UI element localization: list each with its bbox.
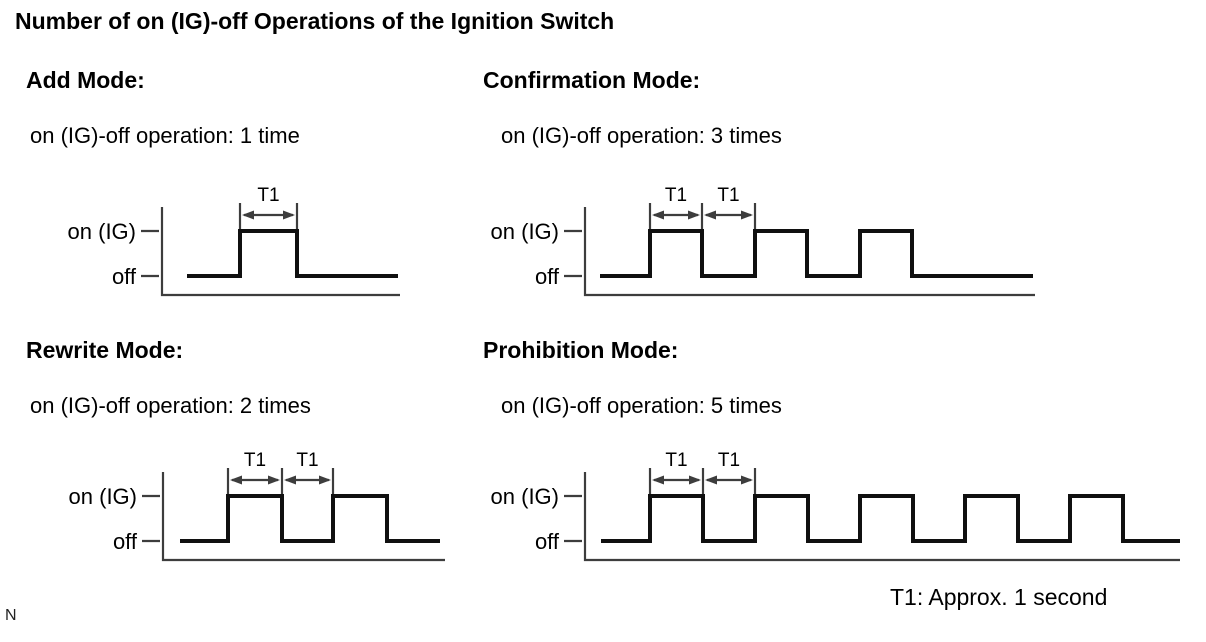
- t1-arrowhead-left-icon: [652, 475, 664, 485]
- ignition-signal-waveform: [180, 494, 440, 543]
- level-ticks: [142, 494, 160, 543]
- t1-interval-label: T1: [257, 185, 279, 206]
- confirmation-mode-timing-diagram: on (IG) off T1 T1: [491, 185, 1035, 297]
- prohibition-mode-timing-diagram: on (IG) off T1 T1: [491, 450, 1180, 562]
- on-ig-level-label: on (IG): [68, 219, 136, 244]
- level-ticks: [141, 229, 159, 278]
- off-level-label: off: [113, 529, 138, 554]
- signal-axis: [161, 472, 445, 562]
- t1-arrowhead-left-icon: [242, 210, 254, 220]
- off-level-label: off: [112, 264, 137, 289]
- confirmation-mode-operation-text: on (IG)-off operation: 3 times: [501, 123, 782, 148]
- ignition-signal-waveform: [600, 229, 1033, 278]
- on-ig-level-label: on (IG): [491, 219, 559, 244]
- level-ticks: [564, 229, 582, 278]
- off-level-label: off: [535, 529, 560, 554]
- t1-arrowhead-left-icon: [284, 475, 296, 485]
- signal-axis: [583, 207, 1035, 297]
- ignition-signal-waveform: [601, 494, 1180, 543]
- t1-arrowhead-right-icon: [268, 475, 280, 485]
- prohibition-mode-heading: Prohibition Mode:: [483, 337, 679, 363]
- signal-axis: [583, 472, 1180, 562]
- t1-arrowhead-right-icon: [741, 475, 753, 485]
- figure-title: Number of on (IG)-off Operations of the …: [15, 8, 615, 34]
- level-ticks: [564, 494, 582, 543]
- add-mode-timing-diagram: on (IG) off T1: [68, 185, 400, 297]
- rewrite-mode-heading: Rewrite Mode:: [26, 337, 184, 363]
- t1-arrowhead-left-icon: [230, 475, 242, 485]
- t1-interval-label: T1: [296, 450, 318, 471]
- rewrite-mode-timing-diagram: on (IG) off T1 T1: [69, 450, 445, 562]
- rewrite-mode-operation-text: on (IG)-off operation: 2 times: [30, 393, 311, 418]
- t1-interval-label: T1: [718, 450, 740, 471]
- t1-arrowhead-right-icon: [741, 210, 753, 220]
- t1-arrowhead-right-icon: [689, 475, 701, 485]
- t1-arrowhead-left-icon: [652, 210, 664, 220]
- t1-arrowhead-right-icon: [283, 210, 295, 220]
- t1-arrowhead-left-icon: [704, 210, 716, 220]
- t1-arrowhead-right-icon: [319, 475, 331, 485]
- t1-interval-label: T1: [665, 450, 687, 471]
- t1-arrowhead-right-icon: [688, 210, 700, 220]
- t1-interval-label: T1: [717, 185, 739, 206]
- prohibition-mode-operation-text: on (IG)-off operation: 5 times: [501, 393, 782, 418]
- t1-interval-label: T1: [244, 450, 266, 471]
- on-ig-level-label: on (IG): [69, 484, 137, 509]
- on-ig-level-label: on (IG): [491, 484, 559, 509]
- confirmation-mode-heading: Confirmation Mode:: [483, 67, 701, 93]
- t1-interval-label: T1: [665, 185, 687, 206]
- add-mode-heading: Add Mode:: [26, 67, 145, 93]
- page-marker: N: [5, 607, 17, 624]
- off-level-label: off: [535, 264, 560, 289]
- signal-axis: [160, 207, 400, 297]
- ignition-signal-waveform: [187, 229, 398, 278]
- t1-duration-note: T1: Approx. 1 second: [890, 584, 1108, 610]
- add-mode-operation-text: on (IG)-off operation: 1 time: [30, 123, 300, 148]
- t1-arrowhead-left-icon: [705, 475, 717, 485]
